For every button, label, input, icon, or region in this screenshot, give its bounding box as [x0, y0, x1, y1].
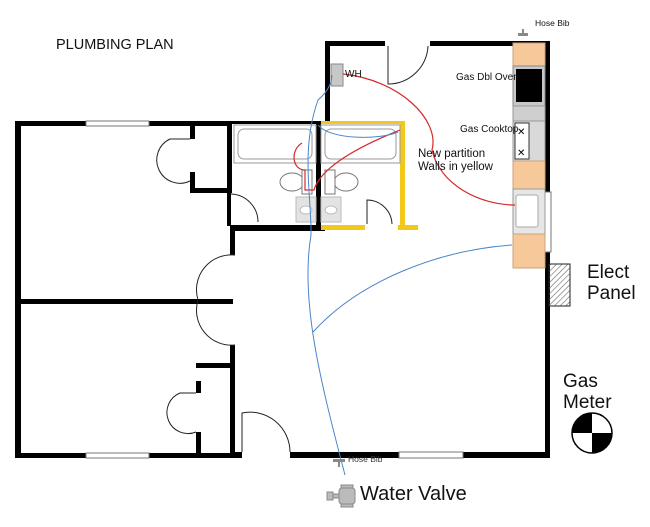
svg-text:✕: ✕ [517, 127, 525, 138]
gas-meter-symbol [571, 412, 613, 454]
new-partition-walls [321, 121, 418, 230]
elect-label-line2: Panel [587, 282, 636, 304]
gas-label-line2: Meter [563, 391, 612, 413]
kitchen-cabinets: ✕ ✕ [512, 42, 546, 269]
toilets [279, 169, 359, 195]
hose-bib-bottom-label: Hose Bib [348, 454, 383, 464]
water-heater [330, 63, 344, 87]
elect-panel-label: Elect Panel [587, 262, 636, 305]
svg-text:✕: ✕ [517, 148, 525, 159]
water-valve-icon [326, 484, 356, 508]
partition-note: New partition Walls in yellow [418, 148, 493, 173]
elect-panel [548, 263, 571, 307]
walls [15, 41, 550, 458]
elect-label-line1: Elect [587, 262, 630, 283]
gas-oven-label: Gas Dbl Oven [456, 72, 519, 83]
water-heater-label: WH [345, 69, 362, 80]
gas-cooktop-label: Gas Cooktop [460, 124, 519, 135]
hose-bib-top-label: Hose Bib [535, 18, 570, 28]
gas-lines [293, 73, 516, 206]
hose-bib-bottom-icon [333, 459, 345, 467]
partition-note-line1: New partition [418, 148, 486, 160]
gas-meter-label: Gas Meter [563, 371, 612, 414]
partition-note-line2: Walls in yellow [418, 160, 493, 173]
water-lines [307, 74, 513, 476]
hose-bib-top-icon [518, 29, 528, 36]
bath-sinks [295, 196, 342, 223]
gas-label-line1: Gas [563, 371, 598, 392]
water-valve-label: Water Valve [360, 483, 467, 505]
door-swings [156, 45, 429, 453]
page-title: PLUMBING PLAN [56, 37, 174, 53]
